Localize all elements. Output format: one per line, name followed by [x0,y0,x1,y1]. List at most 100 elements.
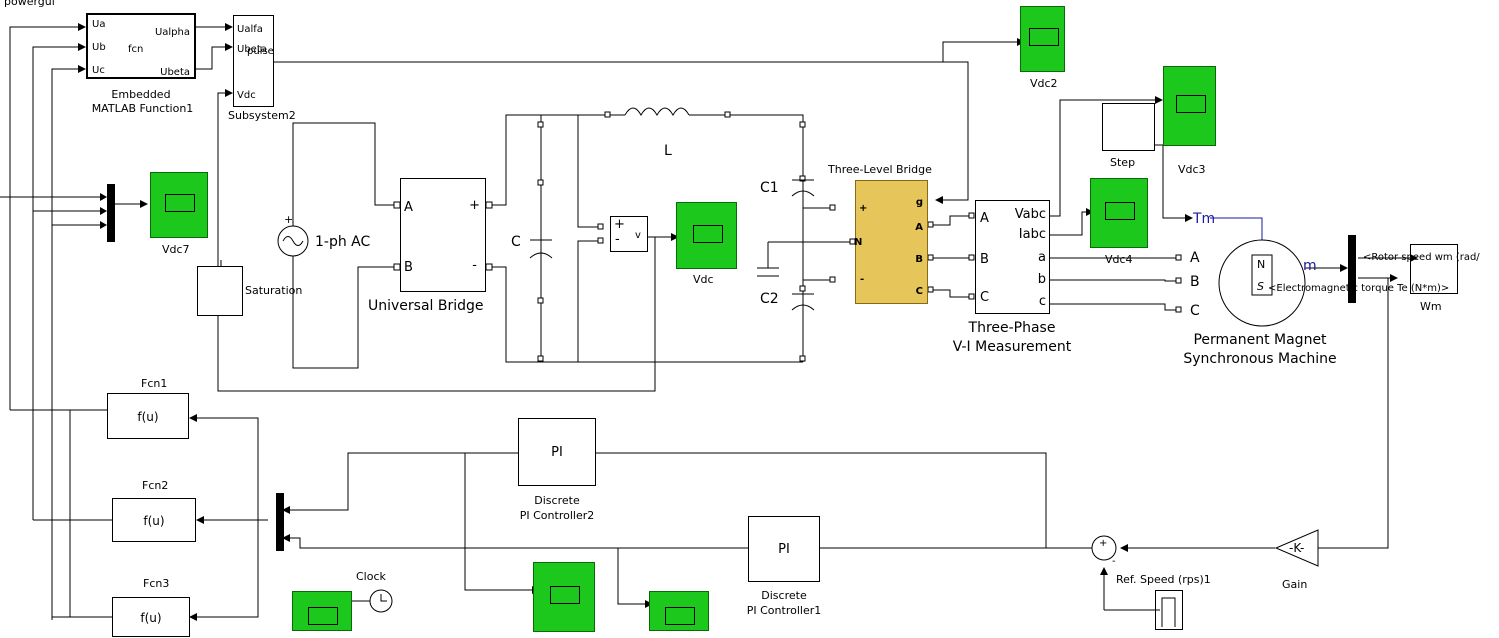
pmsm-caption-1: Permanent Magnet [1193,332,1327,348]
port-ualfa: Ualfa [237,24,263,35]
bridge-port-b: B [404,260,413,275]
port-ua: Ua [92,19,106,30]
vm-v: v [635,230,641,241]
three-level-bridge-caption: Three-Level Bridge [828,163,932,176]
pi1-caption-2: PI Controller1 [746,604,822,617]
scope-vdc2-label: Vdc2 [1030,77,1058,90]
scope-bottom-3[interactable] [649,591,709,631]
tlb-port-n: N [854,237,863,248]
step-block[interactable] [1102,103,1155,151]
scope-vdc2[interactable] [1020,6,1065,72]
vi-in-c: C [980,290,990,305]
vi-out-a: a [1038,250,1046,265]
demux-label-torque: <Electromagnetic torque Te (N*m)> [1268,283,1450,294]
saturation-block[interactable] [197,266,243,316]
vi-measurement-block[interactable]: A B C Vabc Iabc a b c [975,200,1050,314]
inductor-coil [624,107,690,117]
bus-selector-demux[interactable] [1348,235,1356,303]
vi-out-c: c [1038,294,1046,309]
saturation-label: Saturation [245,284,303,297]
gain-triangle [1274,529,1319,567]
scope-bottom-1[interactable] [292,591,352,631]
ref-speed-label: Ref. Speed (rps)1 [1116,573,1211,586]
pi-controller-1-block[interactable]: PI [748,516,820,582]
fcn2-block[interactable]: f(u) [112,498,196,542]
sum-minus: - [1112,556,1116,567]
sum-symbol [1091,535,1117,561]
tlb-port-c: C [915,286,923,297]
port-vdc: Vdc [237,90,256,101]
inductor-label: L [664,143,672,159]
vi-caption-2: V-I Measurement [952,339,1072,355]
pmsm-port-c: C [1190,303,1200,319]
capacitor-c-label: C [511,234,521,250]
ac-source-symbol [277,225,309,257]
scope-vdc4[interactable] [1090,178,1148,248]
pmsm-port-b: B [1190,274,1200,290]
fcn3-title: Fcn3 [143,577,170,590]
source-label[interactable]: 1-ph AC [315,234,371,250]
capacitor-c1-label: C1 [760,180,779,196]
port-ualpha: Ualpha [154,27,190,38]
embedded-matlab-function-block[interactable]: Ua Ub Uc fcn Ualpha Ubeta [86,13,196,79]
pi2-caption-1: Discrete [534,494,580,507]
wm-label: Wm [1420,300,1442,313]
mux-2[interactable] [276,493,284,551]
capacitor-c2-label: C2 [760,291,779,307]
scope-vdc7[interactable] [150,172,208,238]
fcn2-title: Fcn2 [142,479,169,492]
bridge-port-plus: + [469,198,480,213]
gain-body[interactable]: -K- [1289,541,1305,555]
demux-label-speed: <Rotor speed wm (rad/ [1363,252,1480,263]
vi-in-a: A [980,211,989,226]
fcn1-title: Fcn1 [141,377,168,390]
bridge-port-minus: - [472,258,477,273]
sum-plus: + [1099,538,1108,549]
vi-in-b: B [980,252,989,267]
vi-out-iabc: Iabc [1018,227,1046,242]
fcn-label: fcn [128,44,144,55]
port-ubeta-in: Ubeta [237,44,267,55]
three-level-bridge-block[interactable]: + N - g A B C [854,180,928,304]
port-markers [393,111,1182,362]
scope-vdc-label: Vdc [693,273,714,286]
universal-bridge-block[interactable]: A B + - [400,178,486,292]
wm-display-block[interactable] [1410,244,1458,294]
tlb-port-plus: + [859,203,868,214]
scope-vdc[interactable] [676,202,737,269]
scope-bottom-2[interactable] [533,562,595,632]
pmsm-s: S [1257,280,1264,293]
source-plus: + [284,213,294,226]
pmsm-tm-label: Tm [1193,211,1216,227]
capacitor-c-symbol [529,239,553,259]
port-uc: Uc [92,65,105,76]
voltage-meter-block[interactable]: + - v [610,216,648,252]
pmsm-caption-2: Synchronous Machine [1183,351,1337,367]
scope-vdc7-label: Vdc7 [162,243,190,256]
port-ub: Ub [92,42,106,53]
gain-caption: Gain [1282,578,1308,591]
capacitor-c1c2-symbol [757,179,815,311]
fcn1-block[interactable]: f(u) [107,393,189,439]
embedded-caption-1: Embedded [111,88,171,101]
subsystem2-block[interactable]: Ualfa Ubeta pulse Vdc [233,15,274,107]
bridge-port-a: A [404,200,413,215]
pi2-caption-2: PI Controller2 [519,509,595,522]
fcn3-block[interactable]: f(u) [112,597,190,637]
ref-speed-block[interactable] [1155,590,1183,630]
tlb-port-b: B [915,254,923,265]
vm-plus: + [614,217,625,232]
pmsm-n: N [1257,258,1266,271]
scope-vdc4-label: Vdc4 [1105,253,1133,266]
scope-vdc3[interactable] [1163,66,1216,146]
pmsm-m-label: m [1303,258,1317,274]
powergui-label[interactable]: powergui [4,0,55,8]
vm-minus: - [615,232,620,247]
pi-controller-2-block[interactable]: PI [518,418,596,486]
pi1-caption-1: Discrete [761,589,807,602]
step-label: Step [1110,156,1136,169]
signal-lines [0,26,1410,620]
port-pulse: pulse [247,46,274,57]
vi-out-vabc: Vabc [1014,207,1046,222]
mux-1[interactable] [107,184,115,242]
